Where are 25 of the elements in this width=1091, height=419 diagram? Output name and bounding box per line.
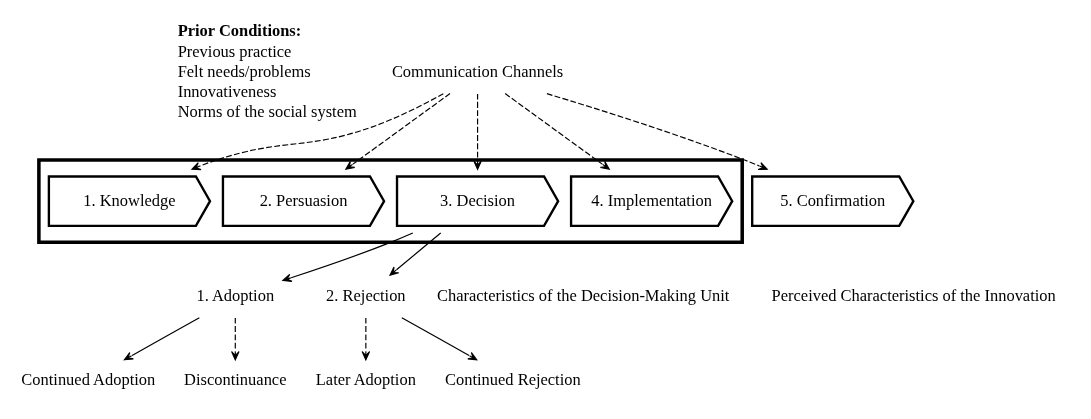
arrow: [389, 231, 442, 276]
arrow: [231, 316, 240, 360]
label: Prior Conditions:: [177, 20, 302, 40]
arrow: [191, 92, 444, 170]
arrow: [282, 231, 414, 282]
node-text: 1. Adoption: [196, 285, 275, 305]
node-text: Communication Channels: [391, 61, 564, 81]
label: Perceived Characteristics of the Innovation: [771, 285, 1056, 305]
node-text: Continued Adoption: [21, 369, 156, 389]
arrow: [504, 92, 610, 170]
node-text: Continued Rejection: [445, 369, 581, 389]
arrow: [473, 92, 482, 170]
label: Innovativeness: [177, 81, 277, 101]
label: Norms of the social system: [177, 101, 357, 121]
node-text: Discontinuance: [184, 369, 287, 389]
arrow: [345, 92, 451, 170]
label: Felt needs/problems: [177, 61, 311, 81]
arrow: [546, 92, 768, 170]
node-text: Later Adoption: [315, 369, 416, 389]
node-text: 2. Rejection: [326, 285, 406, 305]
arrow: [361, 316, 371, 360]
label: Previous practice: [177, 41, 292, 61]
arrow: [123, 316, 200, 360]
arrow: [401, 316, 478, 360]
label: Characteristics of the Decision-Making Unit: [437, 285, 730, 305]
